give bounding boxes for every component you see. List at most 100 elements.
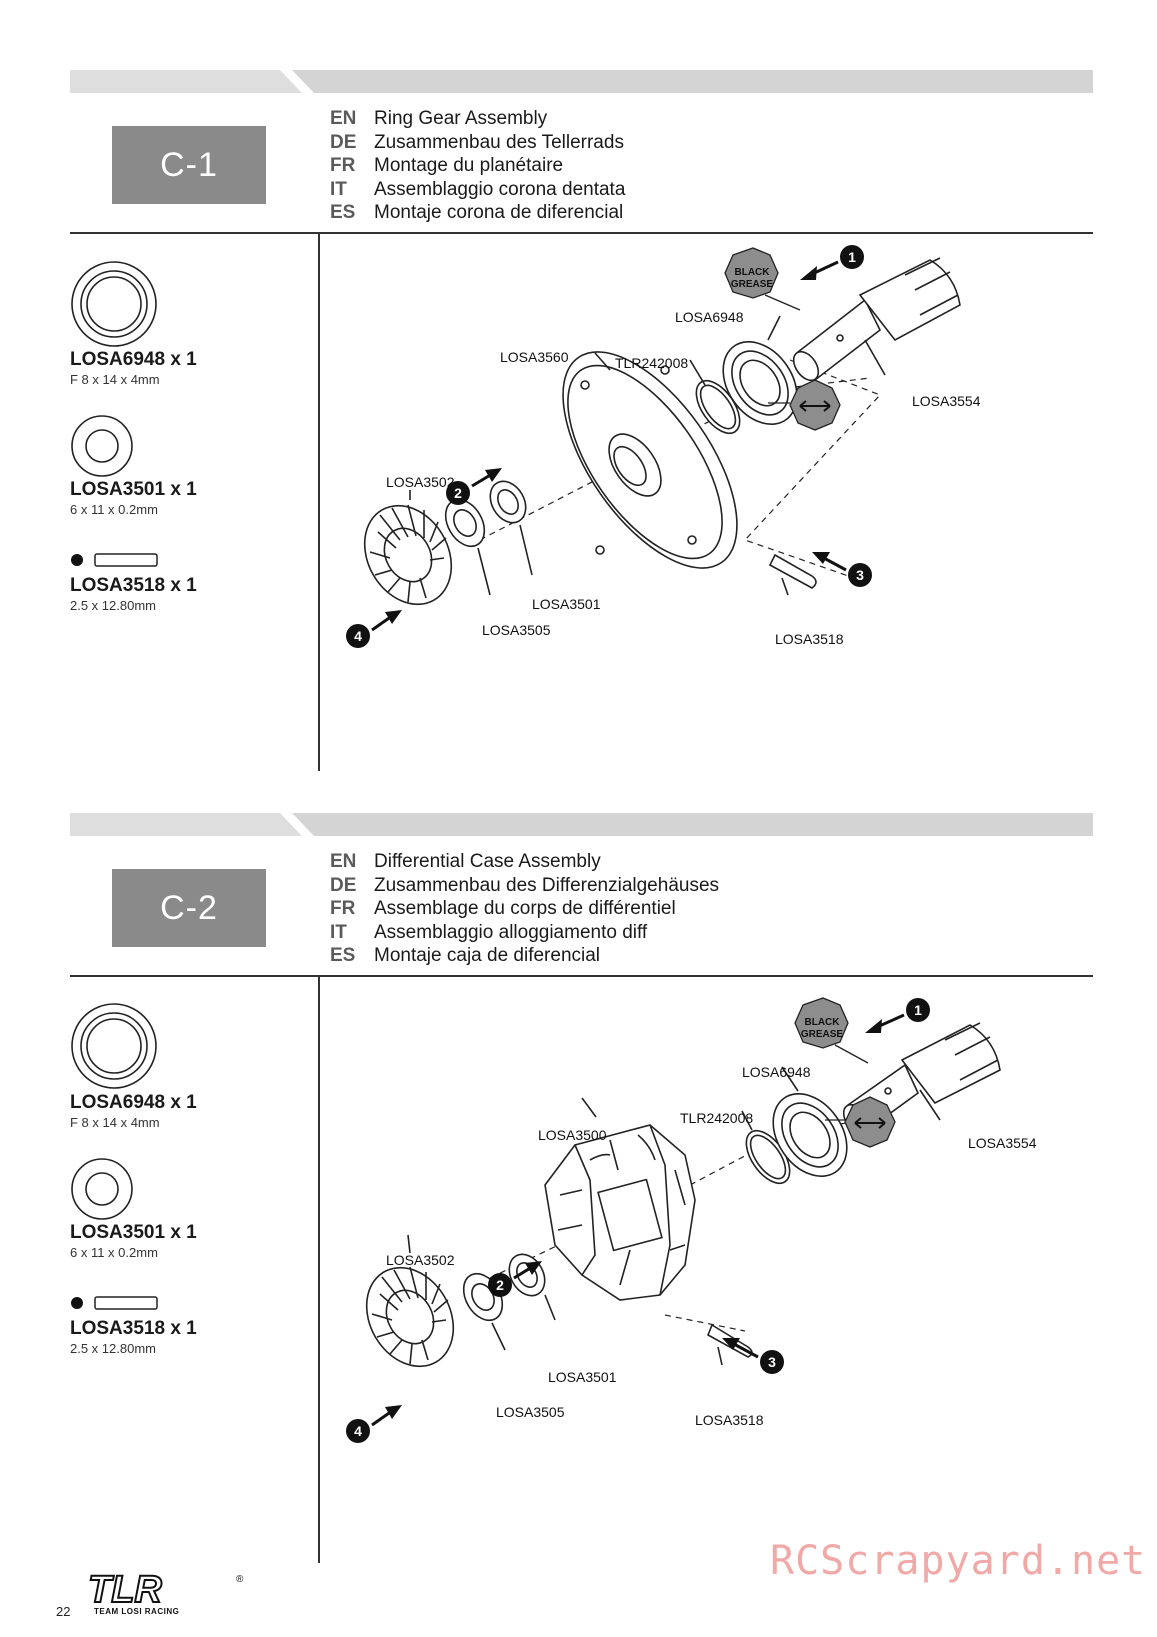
step-marker-3: 3 [812,552,872,587]
svg-text:TLR: TLR [88,1570,162,1611]
callout-label: LOSA6948 [675,309,744,325]
lang-code: ES [330,202,356,223]
title-list: EN Differential Case Assembly DE Zusammenb… [330,850,719,968]
title-text: Zusammenbau des Tellerrads [374,131,624,153]
step-marker-4: 4 [346,1405,402,1443]
callout-label: LOSA3505 [482,622,551,638]
black-grease-icon: BLACK GREASE [724,247,801,311]
title-text: Differential Case Assembly [374,851,601,872]
callout-label: LOSA3502 [386,474,455,490]
title-row: ES Montaje corona de diferencial [330,201,625,225]
header-band [70,813,1093,836]
bearing-icon [71,1003,157,1089]
ring-gear-exploded-diagram: BLACK GREASE 1 2 3 4 [346,245,981,648]
title-text: Assemblage du corps de différentiel [374,898,676,919]
step-marker-2: 2 [446,468,502,505]
step-number-box: C-1 [112,126,266,204]
black-grease-icon: BLACK GREASE [794,997,869,1064]
pin-icon [71,1296,158,1310]
part-size: 6 x 11 x 0.2mm [70,502,158,517]
svg-text:3: 3 [768,1354,776,1370]
part-number: LOSA6948 x 1 [70,1092,197,1113]
title-row: DE Zusammenbau des Differenzialgehäuses [330,874,719,898]
svg-text:4: 4 [354,1423,362,1439]
divider-line [70,232,1093,234]
callout-label: LOSA3500 [538,1127,607,1143]
title-text: Assemblaggio corona dentata [374,178,626,200]
title-row: DE Zusammenbau des Tellerrads [330,131,625,155]
svg-text:2: 2 [454,485,462,501]
part-item: LOSA6948 x 1 F 8 x 14 x 4mm [70,349,300,387]
title-text: Zusammenbau des Differenzialgehäuses [374,874,720,896]
lang-code: FR [330,898,356,919]
title-text: Montaje caja de diferencial [374,945,601,966]
column-divider [318,976,320,1563]
svg-text:1: 1 [848,249,856,265]
title-text: Ring Gear Assembly [374,108,548,129]
title-text: Montage du planétaire [374,155,564,176]
part-number: LOSA6948 x 1 [70,349,197,370]
page-number: 22 [56,1604,71,1619]
lang-code: EN [330,851,357,872]
alignment-icon [825,1096,896,1148]
callout-label: GREASE [731,279,774,290]
part-number: LOSA3518 x 1 [70,575,197,596]
divider-line [70,975,1093,977]
callout-label: TLR242008 [680,1110,753,1126]
lang-code: IT [330,921,347,943]
pin-icon [71,553,158,567]
lang-code: DE [330,874,357,896]
callout-label: LOSA6948 [742,1064,811,1080]
tlr-logo: TLR TEAM LOSI RACING ® [87,1570,244,1616]
washer-icon [71,1158,133,1220]
svg-text:3: 3 [856,567,864,583]
step-number: C-2 [160,888,218,927]
alignment-icon [768,379,841,431]
header-band [70,70,1093,93]
title-text: Montaje corona de diferencial [374,202,624,223]
part-size: F 8 x 14 x 4mm [70,372,160,387]
part-item: LOSA3518 x 1 2.5 x 12.80mm [70,575,300,613]
column-divider [318,233,320,771]
svg-text:®: ® [236,1574,244,1585]
part-size: F 8 x 14 x 4mm [70,1115,160,1130]
callout-label: BLACK [805,1017,841,1028]
callout-label: LOSA3554 [968,1135,1037,1151]
svg-text:4: 4 [354,628,362,644]
title-row: IT Assemblaggio corona dentata [330,178,625,202]
callout-label: LOSA3554 [912,393,981,409]
title-row: IT Assemblaggio alloggiamento diff [330,921,719,945]
step-marker-3: 3 [722,1338,784,1374]
part-number: LOSA3501 x 1 [70,1222,197,1243]
part-item: LOSA6948 x 1 F 8 x 14 x 4mm [70,1092,300,1130]
step-marker-2: 2 [488,1261,542,1297]
callout-label: GREASE [801,1029,844,1040]
diff-case-exploded-diagram: BLACK GREASE 1 2 3 4 LOSA69 [346,997,1037,1443]
title-row: EN Differential Case Assembly [330,850,719,874]
part-item: LOSA3501 x 1 6 x 11 x 0.2mm [70,1222,300,1260]
bearing-icon [71,261,157,347]
callout-label: BLACK [735,267,771,278]
part-size: 2.5 x 12.80mm [70,1341,156,1356]
svg-text:2: 2 [496,1277,504,1293]
part-number: LOSA3501 x 1 [70,479,197,500]
part-number: LOSA3518 x 1 [70,1318,197,1339]
step-marker-1: 1 [865,998,930,1033]
step-marker-4: 4 [346,610,402,648]
part-item: LOSA3501 x 1 6 x 11 x 0.2mm [70,479,300,517]
lang-code: FR [330,155,356,176]
callout-label: LOSA3518 [775,631,844,647]
lang-code: IT [330,178,347,200]
washer-icon [71,415,133,477]
step-number: C-1 [160,145,218,184]
lang-code: DE [330,131,357,153]
callout-label: LOSA3505 [496,1404,565,1420]
callout-label: TLR242008 [615,355,688,371]
part-item: LOSA3518 x 1 2.5 x 12.80mm [70,1318,300,1356]
title-text: Assemblaggio alloggiamento diff [374,921,648,943]
callout-label: LOSA3502 [386,1252,455,1268]
callout-label: LOSA3518 [695,1412,764,1428]
watermark: RCScrapyard.net [770,1538,1147,1584]
